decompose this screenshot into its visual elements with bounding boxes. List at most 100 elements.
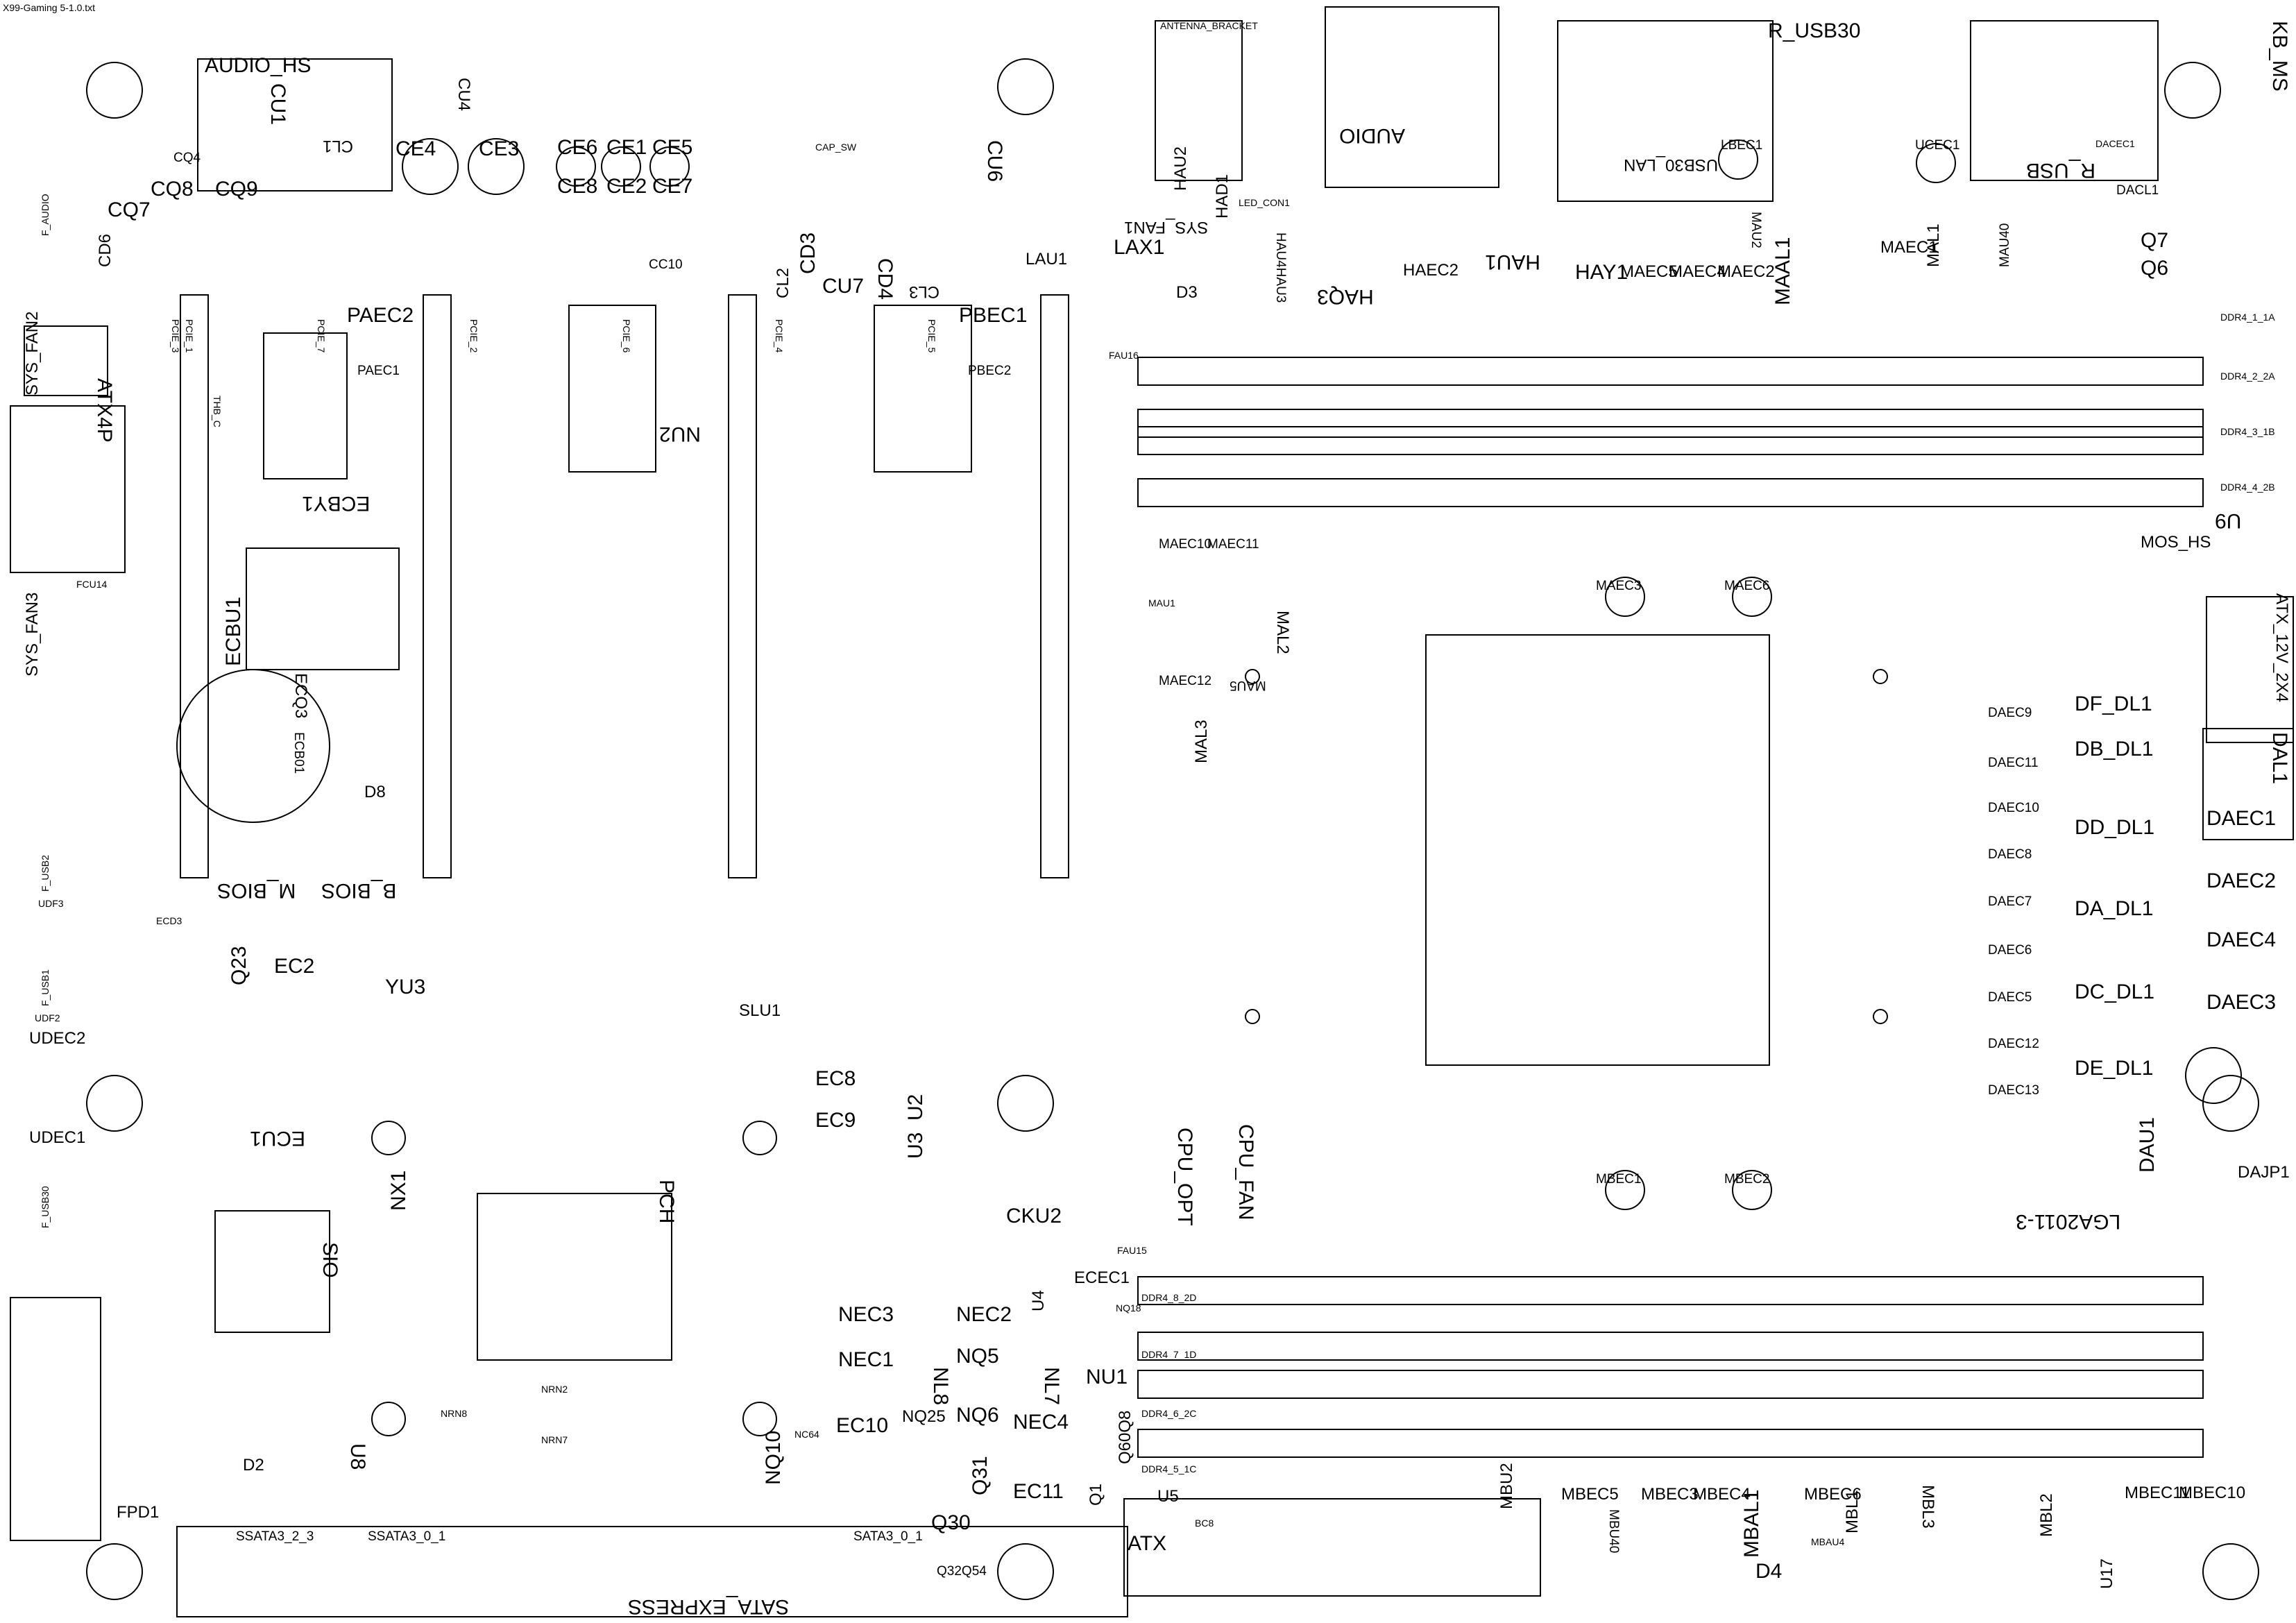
r-usb30-label: R_USB30 bbox=[1768, 19, 1861, 42]
cd6-label: CD6 bbox=[96, 233, 114, 267]
cu1-label: CU1 bbox=[266, 83, 289, 126]
mbec11-label: MBEC11 bbox=[2125, 1484, 2191, 1502]
cu7-label: CU7 bbox=[822, 275, 865, 298]
pcie-5-label: PCIE_5 bbox=[926, 319, 937, 353]
ddr4-8-2d-label: DDR4_8_2D bbox=[1141, 1292, 1197, 1303]
mal1-label: MAL1 bbox=[1924, 223, 1943, 267]
mbec6-label: MBEC6 bbox=[1804, 1485, 1862, 1504]
u17-label: U17 bbox=[2098, 1558, 2116, 1589]
q1-label: Q1 bbox=[1087, 1483, 1105, 1506]
d3-label: D3 bbox=[1176, 283, 1198, 302]
kb-ms-label: KB_MS bbox=[2268, 21, 2291, 92]
mau5-label: MAU5 bbox=[1230, 678, 1266, 692]
mbec2-label: MBEC2 bbox=[1724, 1172, 1770, 1187]
pcie-6-label: PCIE_6 bbox=[621, 319, 632, 353]
ce6-label: CE6 bbox=[557, 136, 598, 159]
ecbu1-label: ECBU1 bbox=[222, 596, 245, 666]
dacec1-label: DACEC1 bbox=[2095, 138, 2135, 149]
audio-hs-label: AUDIO_HS bbox=[205, 54, 312, 77]
ce8-label: CE8 bbox=[557, 175, 598, 198]
pcie-1-label: PCIE_1 bbox=[184, 319, 195, 353]
maec6-label: MAEC6 bbox=[1724, 579, 1770, 593]
b-bios-label: B_BIOS bbox=[321, 879, 397, 902]
sys-fan1-label: SYS_FAN1 bbox=[1124, 218, 1209, 237]
cq7-label: CQ7 bbox=[108, 198, 151, 221]
mbal1-label: MBAL1 bbox=[1740, 1489, 1763, 1558]
daec13-label: DAEC13 bbox=[1988, 1083, 2039, 1098]
cu4-label: CU4 bbox=[454, 78, 473, 112]
pch-label: PCH bbox=[655, 1180, 678, 1224]
maec12-label: MAEC12 bbox=[1159, 674, 1212, 688]
cq9-label: CQ9 bbox=[215, 178, 258, 201]
ecu1-label: ECU1 bbox=[250, 1127, 306, 1150]
cq8-label: CQ8 bbox=[151, 178, 194, 201]
mbec4-label: MBEC4 bbox=[1693, 1485, 1751, 1504]
udec1-label: UDEC1 bbox=[29, 1128, 86, 1147]
had1-label: HAD1 bbox=[1213, 173, 1232, 219]
udec2-label: UDEC2 bbox=[29, 1029, 86, 1048]
fau16-label: FAU16 bbox=[1109, 350, 1139, 361]
mbl3-label: MBL3 bbox=[1919, 1485, 1937, 1529]
cap-sw-label: CAP_SW bbox=[815, 142, 857, 153]
daec9-label: DAEC9 bbox=[1988, 706, 2032, 720]
slu1-label: SLU1 bbox=[739, 1001, 781, 1020]
m-bios-label: M_BIOS bbox=[217, 879, 296, 902]
maec2-label: MAEC2 bbox=[1717, 262, 1775, 281]
ddr4-6-2c-label: DDR4_6_2C bbox=[1141, 1408, 1197, 1419]
nrn7-label: NRN7 bbox=[541, 1434, 568, 1445]
mbec10-label: MBEC10 bbox=[2179, 1484, 2246, 1502]
ce5-label: CE5 bbox=[652, 136, 693, 159]
q60q8-label: Q60Q8 bbox=[1116, 1410, 1134, 1464]
cu6-label: CU6 bbox=[983, 140, 1006, 182]
mbec3-label: MBEC3 bbox=[1641, 1485, 1699, 1504]
cc10-label: CC10 bbox=[649, 257, 683, 272]
file-name: X99-Gaming 5-1.0.txt bbox=[3, 2, 96, 13]
ssata3-2-3-label: SSATA3_2_3 bbox=[236, 1529, 314, 1544]
f-usb1-label: F_USB1 bbox=[40, 969, 51, 1006]
lbec1-label: LBEC1 bbox=[1721, 138, 1763, 153]
maal1-label: MAAL1 bbox=[1771, 237, 1794, 305]
hau4hau3-label: HAU4HAU3 bbox=[1273, 232, 1288, 303]
daec2-label: DAEC2 bbox=[2206, 869, 2277, 892]
ec9-label: EC9 bbox=[815, 1109, 856, 1132]
dc-dl1-label: DC_DL1 bbox=[2075, 980, 2155, 1003]
ec11-label: EC11 bbox=[1013, 1480, 1064, 1503]
nc64-label: NC64 bbox=[794, 1429, 819, 1440]
nq5-label: NQ5 bbox=[956, 1345, 999, 1368]
dacl1-label: DACL1 bbox=[2116, 183, 2159, 198]
ecb01-label: ECB01 bbox=[291, 732, 306, 774]
u8-label: U8 bbox=[346, 1443, 369, 1470]
pcie-7-label: PCIE_7 bbox=[316, 319, 327, 353]
nec2-label: NEC2 bbox=[956, 1303, 1012, 1326]
led-con1-label: LED_CON1 bbox=[1239, 197, 1290, 208]
nl7-label: NL7 bbox=[1040, 1367, 1063, 1406]
daec7-label: DAEC7 bbox=[1988, 894, 2032, 909]
f-audio-label: F_AUDIO bbox=[40, 194, 51, 236]
fcu14-label: FCU14 bbox=[76, 579, 108, 590]
u5-label: U5 bbox=[1157, 1487, 1179, 1506]
atx4p-label: ATX4P bbox=[93, 378, 116, 443]
paec2-label: PAEC2 bbox=[347, 304, 414, 327]
fpd1-label: FPD1 bbox=[117, 1503, 160, 1522]
maec11-label: MAEC11 bbox=[1207, 537, 1259, 552]
ddr4-5-1c-label: DDR4_5_1C bbox=[1141, 1463, 1197, 1475]
ec10-label: EC10 bbox=[836, 1414, 889, 1437]
pbec1-label: PBEC1 bbox=[959, 304, 1028, 327]
nec4-label: NEC4 bbox=[1013, 1411, 1069, 1434]
maec5-label: MAEC5 bbox=[1620, 262, 1678, 281]
daec5-label: DAEC5 bbox=[1988, 990, 2032, 1005]
ddr4-4-2b-label: DDR4_4_2B bbox=[2220, 482, 2275, 493]
hau1-label: HAU1 bbox=[1485, 250, 1541, 273]
q6-label: Q6 bbox=[2141, 257, 2169, 280]
sata3-0-1-label: SATA3_0_1 bbox=[853, 1529, 923, 1544]
mau2-label: MAU2 bbox=[1749, 212, 1763, 248]
d8-label: D8 bbox=[364, 783, 386, 801]
nec3-label: NEC3 bbox=[838, 1303, 894, 1326]
nl8-label: NL8 bbox=[929, 1367, 952, 1406]
ec8-label: EC8 bbox=[815, 1067, 856, 1090]
cpu-opt-label: CPU_OPT bbox=[1173, 1128, 1196, 1226]
pbec2-label: PBEC2 bbox=[968, 364, 1012, 378]
u3-label: U3 bbox=[904, 1132, 927, 1159]
nq10-label: NQ10 bbox=[762, 1430, 785, 1485]
